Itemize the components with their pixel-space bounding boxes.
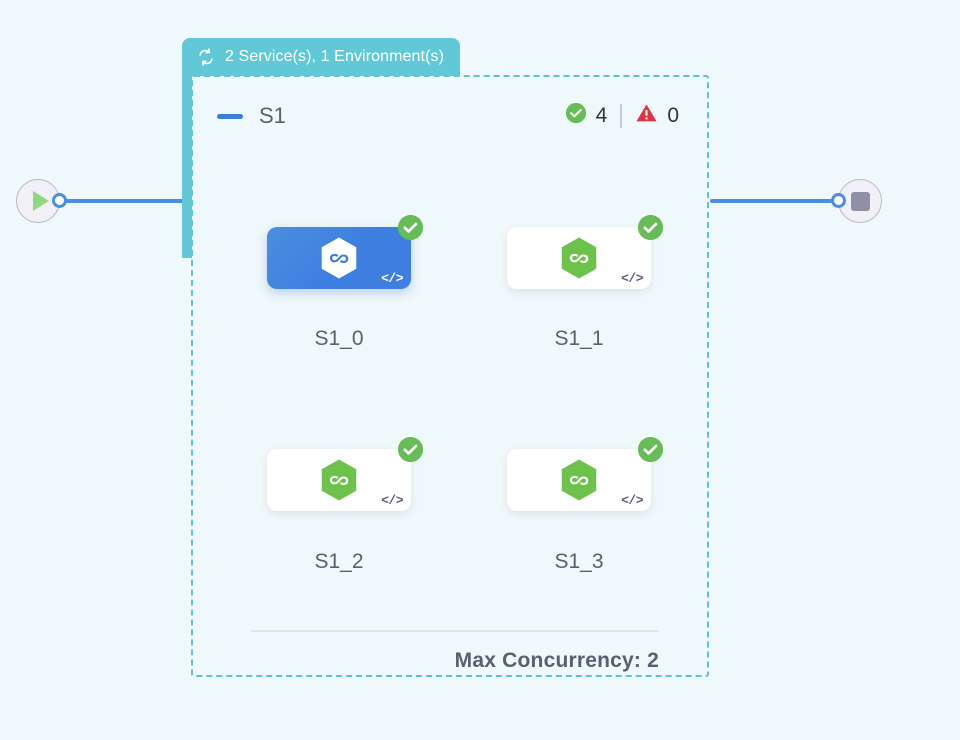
nodejs-hexagon-icon (319, 236, 359, 280)
code-icon[interactable]: </> (621, 271, 643, 286)
code-icon[interactable]: </> (381, 271, 403, 286)
group-toolbar: S1 4 (193, 99, 707, 133)
service-node-s1-3[interactable]: </> (507, 437, 663, 511)
nodejs-hexagon-icon (559, 236, 599, 280)
warning-triangle-icon (635, 102, 658, 130)
edge-start-to-group[interactable] (60, 199, 188, 203)
nodejs-hexagon-icon (319, 458, 359, 502)
minus-icon (217, 113, 243, 119)
check-circle-icon (638, 437, 663, 462)
edge-group-to-end[interactable] (710, 199, 840, 203)
service-label-s1-0: S1_0 (314, 327, 364, 350)
success-status: 4 (565, 102, 608, 130)
nodejs-hexagon-icon (559, 458, 599, 502)
check-circle-icon (398, 215, 423, 240)
start-node-output-handle[interactable] (52, 193, 67, 208)
service-group: 2 Service(s), 1 Environment(s) S1 (182, 38, 709, 677)
footer-divider (251, 630, 659, 632)
service-label-s1-1: S1_1 (554, 327, 604, 350)
group-name-label: S1 (259, 103, 286, 128)
group-header[interactable]: 2 Service(s), 1 Environment(s) (182, 38, 461, 76)
code-icon[interactable]: </> (621, 493, 643, 508)
group-header-title: 2 Service(s), 1 Environment(s) (225, 48, 445, 65)
group-header-spine (182, 68, 192, 258)
status-summary: 4 0 (565, 102, 679, 130)
service-node-s1-2[interactable]: </> (267, 437, 423, 511)
success-count: 4 (595, 104, 608, 127)
max-concurrency-label: Max Concurrency: 2 (454, 649, 659, 672)
service-label-s1-2: S1_2 (314, 550, 364, 573)
stop-icon (850, 191, 870, 211)
check-circle-icon (638, 215, 663, 240)
status-divider (620, 104, 623, 128)
end-node-input-handle[interactable] (831, 193, 846, 208)
warning-count: 0 (667, 104, 679, 127)
service-node-s1-1[interactable]: </> (507, 215, 663, 289)
loop-icon (196, 47, 216, 67)
warning-status: 0 (635, 102, 679, 130)
code-icon[interactable]: </> (381, 493, 403, 508)
service-node-s1-0[interactable]: </> (267, 215, 423, 289)
check-circle-icon (398, 437, 423, 462)
check-circle-icon (565, 102, 587, 130)
play-icon (32, 191, 49, 211)
group-body: S1 4 (191, 75, 709, 677)
collapse-group-button[interactable]: S1 (217, 103, 286, 129)
service-label-s1-3: S1_3 (554, 550, 604, 573)
